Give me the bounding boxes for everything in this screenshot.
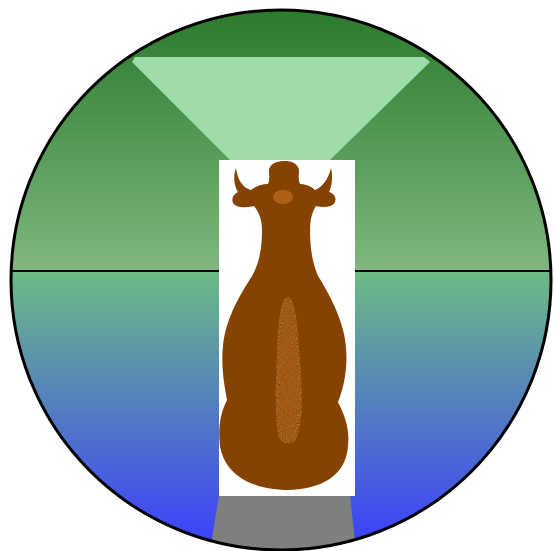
- cow-head-spot: [273, 190, 293, 204]
- rear-blind-spot: [210, 495, 356, 551]
